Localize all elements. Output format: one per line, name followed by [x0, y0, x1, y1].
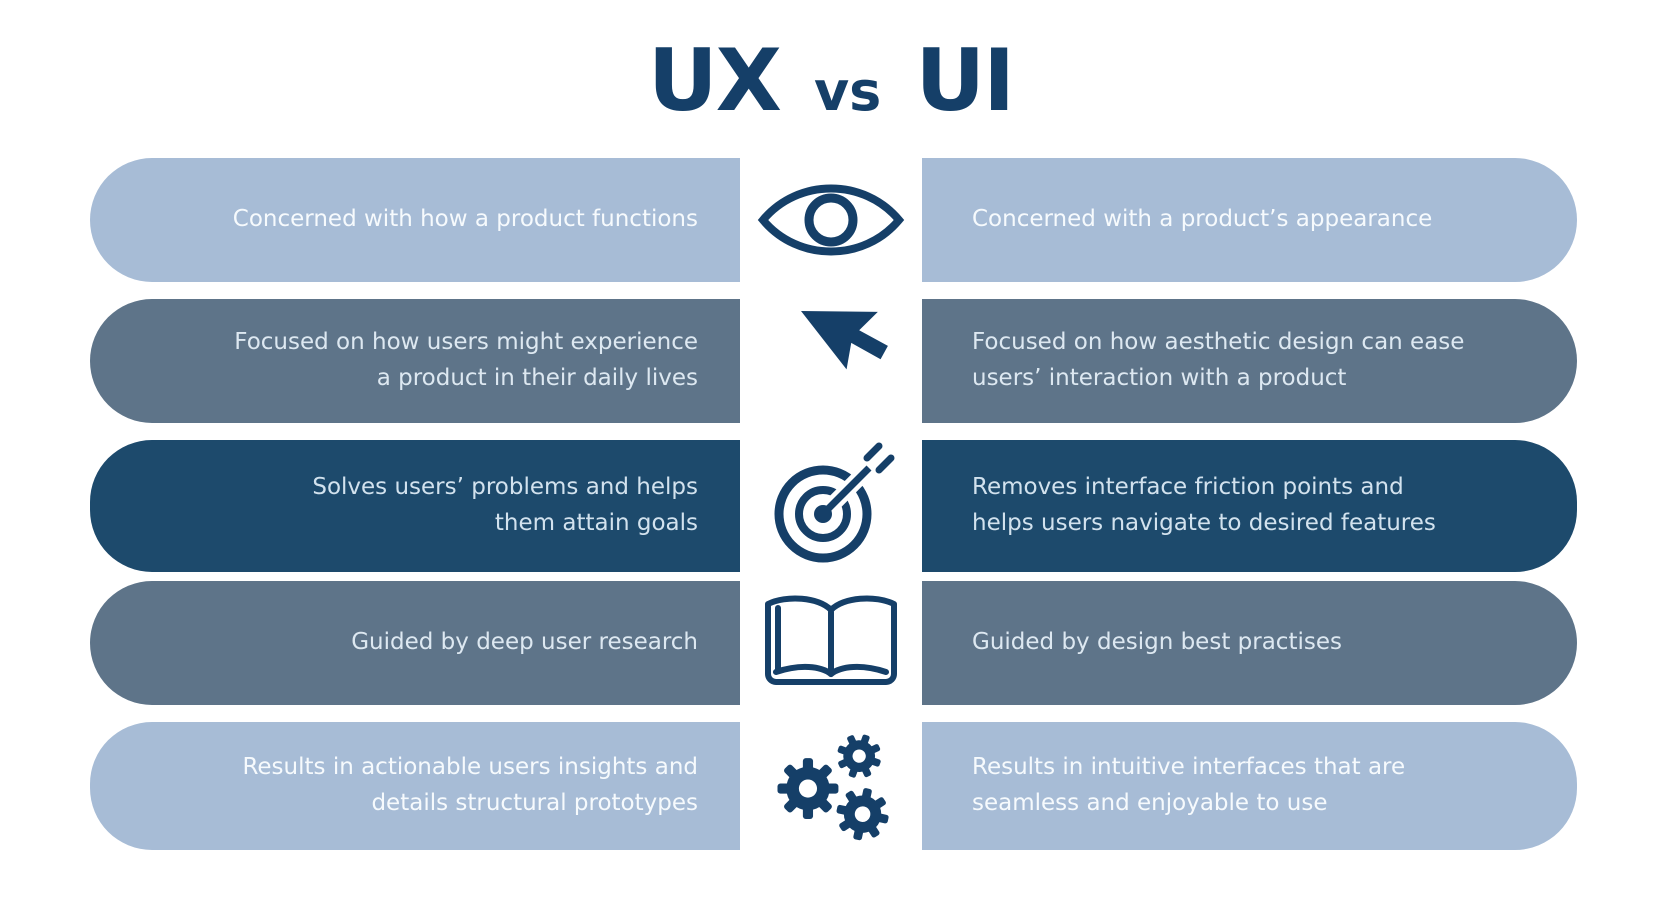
ux-statement-text: Focused on how users might experience a … — [234, 329, 698, 391]
comparison-row-goals: Solves users’ problems and helps them at… — [90, 440, 1577, 572]
ux-statement-text: Guided by deep user research — [351, 629, 698, 656]
ux-statement-pill: Results in actionable users insights and… — [90, 722, 740, 850]
ui-statement-pill: Focused on how aesthetic design can ease… — [922, 299, 1577, 423]
gears-icon — [777, 727, 894, 846]
ux-statement-text: Results in actionable users insights and… — [242, 754, 698, 816]
ux-statement-pill: Concerned with how a product functions — [90, 158, 740, 282]
eye-icon — [757, 184, 905, 256]
title-ui: UI — [915, 31, 1015, 131]
ux-statement-pill: Solves users’ problems and helps them at… — [90, 440, 740, 572]
ui-statement-pill: Results in intuitive interfaces that are… — [922, 722, 1577, 850]
ui-statement-pill: Removes interface friction points and he… — [922, 440, 1577, 572]
ui-statement-text: Concerned with a product’s appearance — [972, 206, 1433, 233]
row-icon-cell — [740, 158, 922, 282]
page-title: UX vs UI — [0, 38, 1661, 134]
comparison-row-experience: Focused on how users might experience a … — [90, 299, 1577, 423]
row-icon-cell — [740, 722, 922, 850]
target-icon — [774, 442, 895, 563]
row-icon-cell — [740, 581, 922, 705]
ui-statement-text: Guided by design best practises — [972, 629, 1342, 656]
comparison-row-research: Guided by deep user research Guided by d… — [90, 581, 1577, 705]
ux-statement-text: Concerned with how a product functions — [232, 206, 698, 233]
title-vs: vs — [813, 60, 882, 123]
comparison-row-appearance: Concerned with how a product functions C… — [90, 158, 1577, 282]
title-ux: UX — [647, 31, 782, 131]
comparison-row-results: Results in actionable users insights and… — [90, 722, 1577, 850]
ux-statement-pill: Guided by deep user research — [90, 581, 740, 705]
ui-statement-pill: Guided by design best practises — [922, 581, 1577, 705]
comparison-rows: Concerned with how a product functions C… — [90, 158, 1577, 850]
book-icon — [765, 595, 897, 685]
ui-statement-text: Focused on how aesthetic design can ease… — [972, 329, 1465, 391]
ux-statement-pill: Focused on how users might experience a … — [90, 299, 740, 423]
infographic: UX vs UI Concerned with how a product fu… — [0, 38, 1661, 850]
row-icon-cell — [740, 299, 922, 423]
ui-statement-text: Removes interface friction points and he… — [972, 474, 1436, 536]
row-icon-cell — [740, 440, 922, 572]
ui-statement-pill: Concerned with a product’s appearance — [922, 158, 1577, 282]
ui-statement-text: Results in intuitive interfaces that are… — [972, 754, 1406, 816]
ux-statement-text: Solves users’ problems and helps them at… — [312, 474, 698, 536]
cursor-icon — [801, 311, 888, 370]
